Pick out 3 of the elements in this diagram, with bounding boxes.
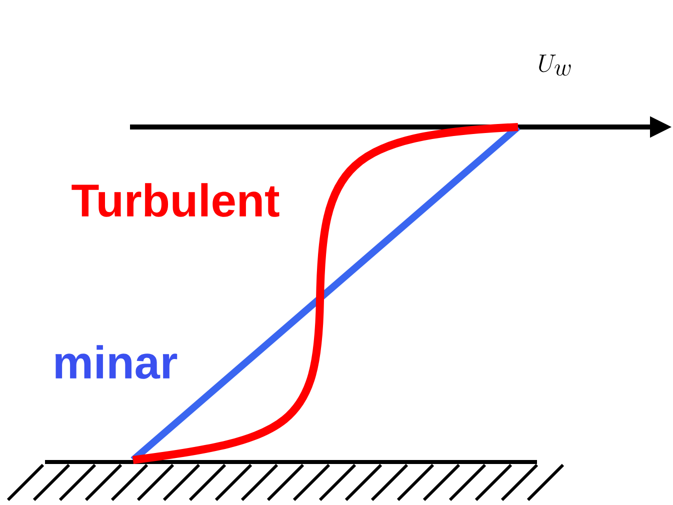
curve-label: minar [56,345,178,379]
curve-label: Turbulent [72,183,280,217]
velocity-label: $U_w$ [539,54,571,76]
